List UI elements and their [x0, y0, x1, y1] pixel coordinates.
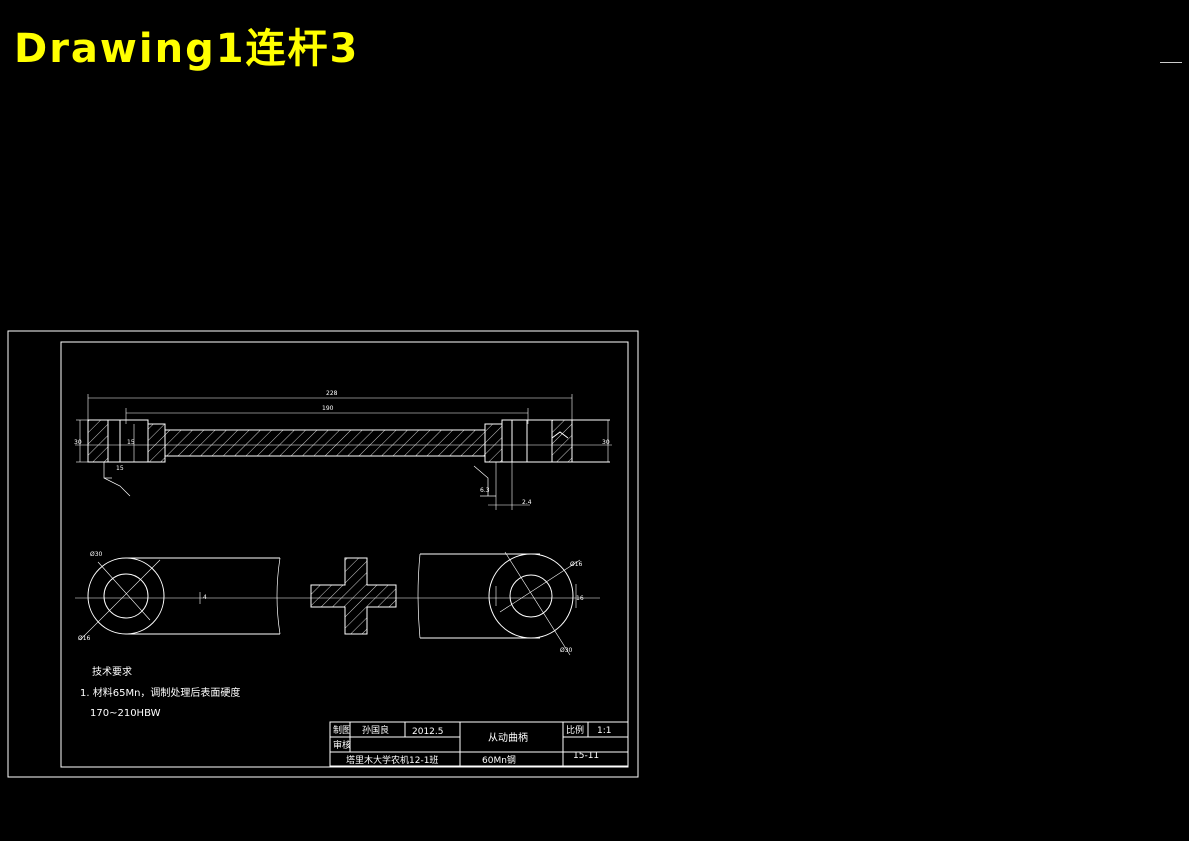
tb-machine: 塔里木大学农机12-1班: [346, 754, 438, 766]
dim-right-mark: 6.3: [480, 487, 490, 494]
section-views: [75, 551, 600, 656]
dim-inner: 190: [322, 405, 334, 412]
tb-check-label: 审核: [333, 739, 351, 751]
tb-part-name: 从动曲柄: [488, 731, 528, 744]
dim-left-circle-top: Ø30: [90, 551, 103, 558]
minimize-dash[interactable]: [1160, 62, 1182, 63]
tb-scale: 1:1: [597, 726, 611, 736]
sheet-outer-border: [7, 330, 639, 778]
sheet-inner-border: [60, 341, 629, 768]
front-view: [75, 394, 612, 510]
dim-chamfer: 2.4: [522, 499, 532, 506]
tb-scale-label: 比例: [566, 724, 584, 736]
dim-left-height: 30: [74, 439, 82, 446]
dim-shaft: 15: [127, 439, 135, 446]
tb-drawing-no: 15-11: [573, 751, 599, 761]
dim-right-circle-a: Ø16: [570, 561, 583, 568]
drawing-title: Drawing1连杆3: [14, 26, 360, 72]
tb-date: 2012.5: [412, 727, 444, 737]
tech-heading: 技术要求: [92, 665, 132, 678]
dim-overall: 228: [326, 390, 338, 397]
tb-drawn-name: 孙国良: [362, 724, 389, 736]
tech-line2: 170~210HBW: [90, 708, 161, 719]
title-block: [329, 721, 629, 767]
dim-right-circle-b: Ø30: [560, 647, 573, 654]
tb-drawn-label: 制图: [333, 724, 351, 736]
dim-left-mark: 15: [116, 465, 124, 472]
tech-line1: 1. 材料65Mn，调制处理后表面硬度: [80, 686, 240, 699]
dim-left-circle-bottom: Ø16: [78, 635, 91, 642]
dim-right-gap: 16: [576, 595, 584, 602]
tb-material: 60Mn钢: [482, 754, 516, 766]
dim-right-height: 30: [602, 439, 610, 446]
dim-center-small: 4: [203, 594, 207, 601]
